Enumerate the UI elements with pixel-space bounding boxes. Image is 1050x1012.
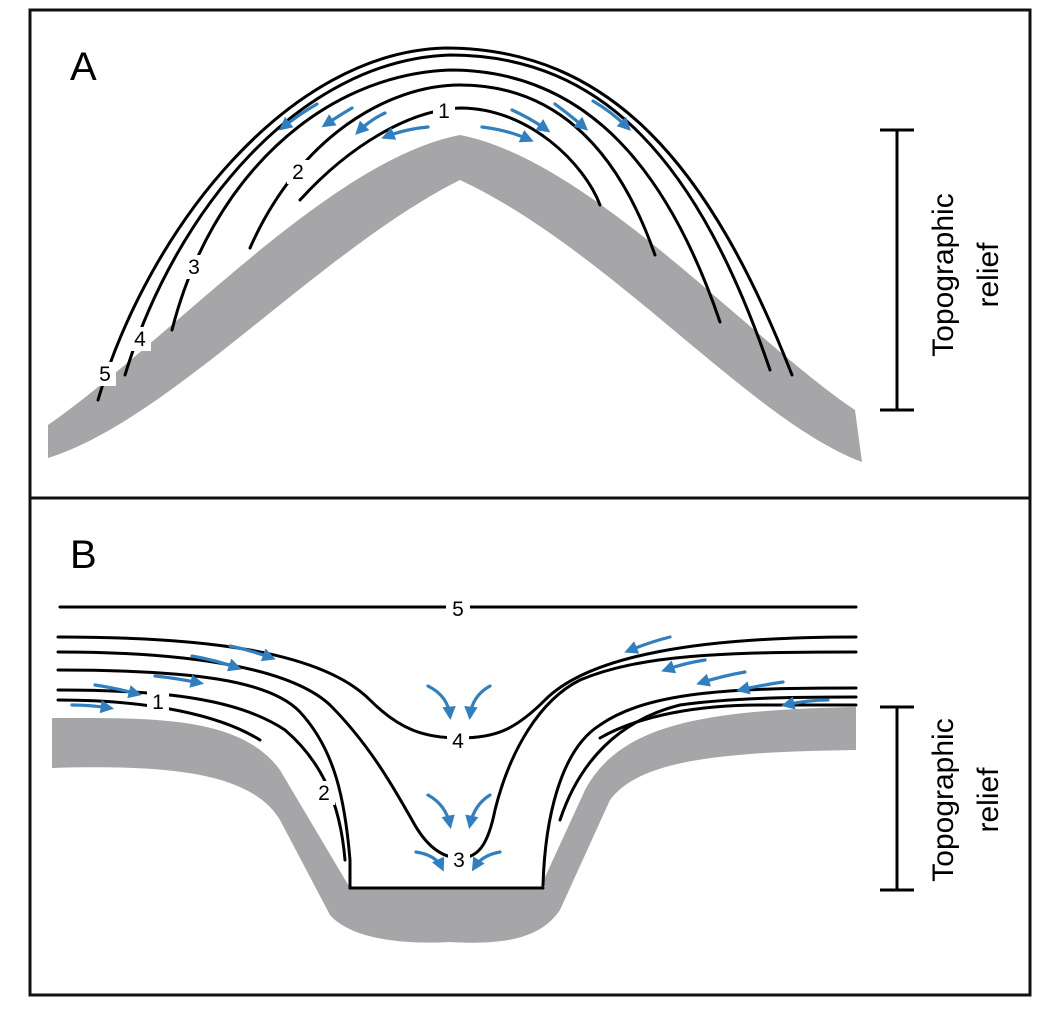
panel-b-flow-arrow <box>696 670 747 687</box>
panel-b: B 1 2 3 4 5 <box>28 496 1032 997</box>
panel-a-surface-3 <box>170 68 722 332</box>
panel-b-flow-arrow <box>426 684 456 721</box>
panel-a-label-3-bg <box>183 255 205 279</box>
panel-b-relief-label-line2: relief <box>972 767 1005 833</box>
panel-b-surface-r2 <box>558 695 858 822</box>
panel-b-flow-arrow <box>153 674 204 688</box>
panel-b-label-1-bg <box>147 690 169 714</box>
panel-b-label-2: 2 <box>318 782 330 805</box>
panel-b-flow-arrow <box>414 850 445 872</box>
panel-b-flow-arrow <box>93 683 142 699</box>
panel-b-label-2-bg <box>313 781 335 805</box>
panel-a-flow-arrow <box>591 99 631 131</box>
panel-b-bedrock <box>52 707 856 943</box>
panel-a-surface-4 <box>123 53 772 377</box>
panel-b-flow-arrow <box>464 684 492 721</box>
panel-b-flow-arrow <box>781 696 830 710</box>
panel-a-flow-arrow <box>480 125 534 143</box>
panel-a-surface-1 <box>298 106 602 207</box>
panel-a-flow-arrow <box>355 111 387 135</box>
panel-b-surface-r3 <box>541 686 858 887</box>
panel-b-flow-arrows <box>70 635 830 872</box>
panel-a-label-4-bg <box>129 327 151 351</box>
panel-a-label-4: 4 <box>134 328 146 351</box>
panel-a-surface-5 <box>96 46 794 402</box>
panel-b-label-5: 5 <box>452 598 464 621</box>
panel-a-flow-arrow <box>553 102 589 131</box>
panel-a-letter: A <box>70 45 97 89</box>
panel-b-relief-scale: Topographic relief <box>880 705 1005 892</box>
panel-b-label-5-bg <box>446 596 470 620</box>
panel-a-label-5-bg <box>94 362 116 386</box>
panel-b-label-3: 3 <box>453 849 465 872</box>
panel-b-surface-r1 <box>598 703 858 740</box>
panel-b-label-4: 4 <box>452 730 464 753</box>
panel-b-flow-arrow <box>736 680 785 695</box>
panel-b-label-1: 1 <box>152 691 164 714</box>
panel-b-flow-arrow <box>70 699 114 714</box>
panel-a-flow-arrow <box>278 102 319 131</box>
panel-b-label-3-bg <box>448 848 470 872</box>
panel-a-label-2: 2 <box>292 161 304 184</box>
panel-b-surface-1 <box>56 698 262 742</box>
panel-b-flow-arrow <box>426 793 455 829</box>
panel-b-label-4-bg <box>447 729 469 753</box>
panel-a: A 1 2 3 4 5 Topographi <box>28 8 1032 500</box>
panel-b-flow-arrow <box>661 658 707 674</box>
panel-b-flow-arrow <box>471 850 502 872</box>
panel-b-letter: B <box>70 533 97 577</box>
panel-b-flow-arrow <box>228 644 276 662</box>
panel-a-bedrock <box>48 135 862 462</box>
panel-a-relief-label-line1: Topographic <box>927 193 960 356</box>
panel-a-relief-label-line2: relief <box>972 242 1005 308</box>
panel-b-frame <box>28 496 1032 997</box>
panel-b-relief-label-line1: Topographic <box>927 718 960 881</box>
panel-a-label-3: 3 <box>188 256 200 279</box>
panel-a-label-1: 1 <box>438 100 450 123</box>
panel-a-flow-arrow <box>510 108 551 133</box>
panel-a-flow-arrows <box>278 99 631 143</box>
panel-a-flow-arrow <box>381 125 430 140</box>
panel-b-surface-3b <box>56 668 352 890</box>
panel-a-label-1-bg <box>433 99 455 123</box>
panel-a-surface-2 <box>248 83 657 257</box>
panel-b-flow-arrow <box>624 635 672 654</box>
panel-a-label-2-bg <box>287 160 309 184</box>
panel-b-flow-arrow <box>465 793 492 829</box>
panel-a-flow-arrow <box>321 106 354 128</box>
panel-b-flow-arrow <box>190 654 242 672</box>
panel-a-label-5: 5 <box>99 363 111 386</box>
panel-a-relief-scale: Topographic relief <box>880 128 1005 412</box>
